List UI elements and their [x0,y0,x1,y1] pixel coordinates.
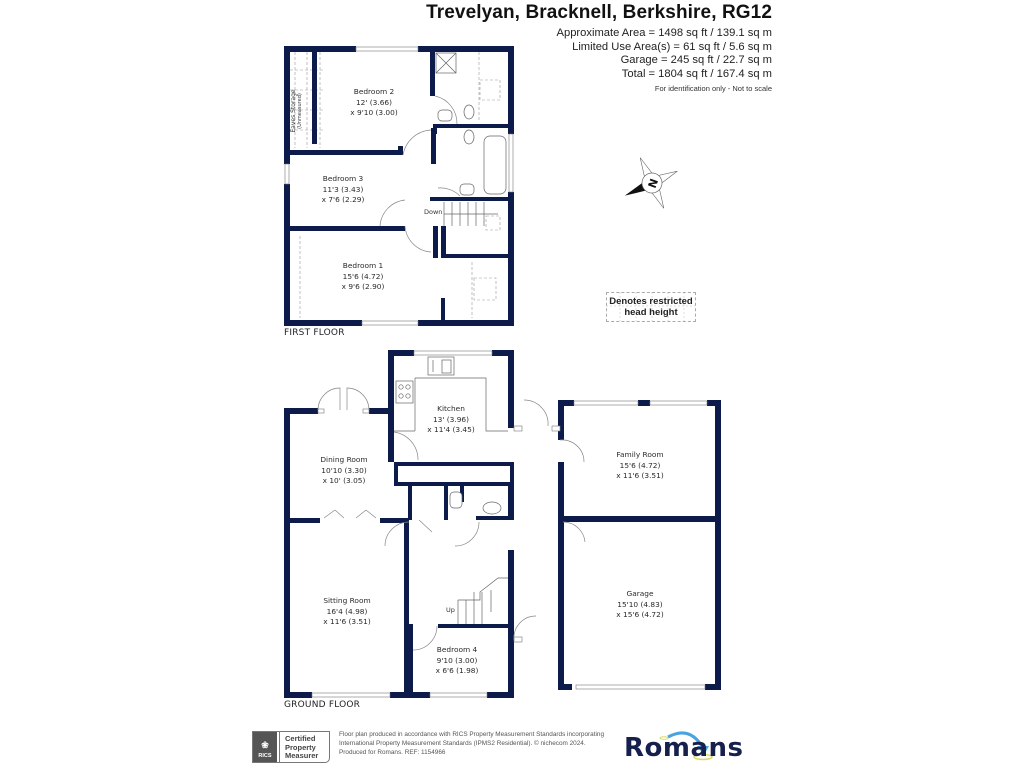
approximate-area: Approximate Area = 1498 sq ft / 139.1 sq… [556,27,772,39]
compass-north-icon [624,157,678,209]
romans-logo-arrow [659,731,713,761]
ground-floor-walls [284,350,721,698]
ground-floor-label: GROUND FLOOR [284,700,361,710]
ground-floor-fixtures [394,356,508,624]
eaves-storage-label: Eaves Storage (Unmeasured) [290,89,303,133]
first-floor-door-swings [379,95,461,253]
room-kitchen: Kitchen 13' (3.96) x 11'4 (3.45) [427,404,475,434]
total-area: Total = 1804 sq ft / 167.4 sq m [621,67,772,80]
area-summary: Approximate Area = 1498 sq ft / 139.1 sq… [500,27,772,81]
stairs-up-label: Up [446,606,455,614]
plan-title: Trevelyan, Bracknell, Berkshire, RG12 [426,2,772,23]
ground-floor-windows [311,350,708,698]
room-bedroom-1: Bedroom 1 15'6 (4.72) x 9'6 (2.90) [341,261,385,291]
restricted-height-legend: Denotes restricted head height [606,292,696,322]
first-floor-fixtures [435,52,507,226]
room-bedroom-4: Bedroom 4 9'10 (3.00) x 6'6 (1.98) [435,645,479,675]
first-floor-walls [284,46,514,326]
room-sitting-room: Sitting Room 16'4 (4.98) x 11'6 (3.51) [323,596,371,626]
scale-note: For identification only - Not to scale [654,84,772,93]
limited-use-area: Limited Use Area(s) = 61 sq ft / 5.6 sq … [572,40,772,53]
restricted-height-lines [290,52,501,318]
room-dining-room: Dining Room 10'10 (3.30) x 10' (3.05) [320,455,368,485]
first-floor-windows [284,46,514,326]
room-bedroom-3: Bedroom 3 11'3 (3.43) x 7'6 (2.29) [321,174,365,204]
room-garage: Garage 15'10 (4.83) x 15'6 (4.72) [616,589,664,619]
ground-floor-door-swings [317,387,586,651]
rics-certified-badge: ❀ RICS Certified Property Measurer [252,731,330,763]
disclaimer-text: Floor plan produced in accordance with R… [339,731,604,756]
room-family-room: Family Room 15'6 (4.72) x 11'6 (3.51) [616,450,664,480]
romans-logo: Romans [624,733,744,763]
stairs-down-label: Down [424,208,443,216]
room-bedroom-2: Bedroom 2 12' (3.66) x 9'10 (3.00) [350,87,398,117]
compass-letter: N [646,177,661,190]
garage-area: Garage = 245 sq ft / 22.7 sq m [620,54,772,66]
rics-logo-icon: ❀ RICS [253,732,277,762]
first-floor-label: FIRST FLOOR [284,328,345,338]
legend-grid [606,292,695,321]
